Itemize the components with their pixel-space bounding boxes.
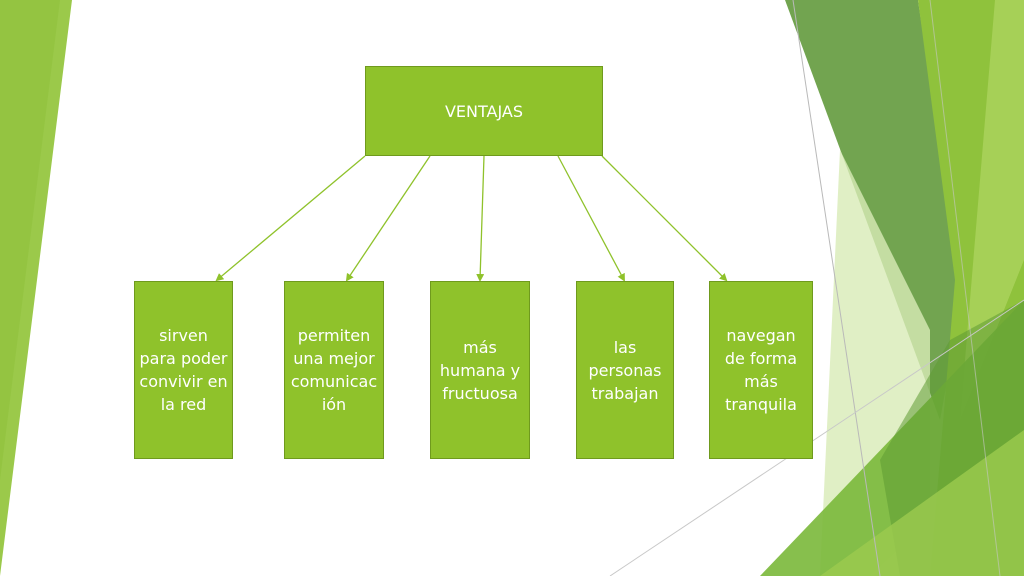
child-node-5: navegan de forma más tranquila [709, 281, 813, 459]
child-node-1-label: sirven para poder convivir en la red [139, 326, 228, 414]
child-node-5-label: navegan de forma más tranquila [724, 326, 798, 414]
child-node-4-label: las personas trabajan [588, 337, 662, 403]
child-node-2-label: permiten una mejor comunicación [290, 326, 378, 414]
child-node-4: las personas trabajan [576, 281, 674, 459]
child-node-2: permiten una mejor comunicación [284, 281, 384, 459]
right-light-band [960, 0, 1024, 420]
left-green-strip-shade [0, 0, 60, 480]
child-node-3-label: más humana y fructuosa [439, 337, 521, 403]
decor-line [792, 0, 881, 576]
child-node-3: más humana y fructuosa [430, 281, 530, 459]
root-node: VENTAJAS [365, 66, 603, 156]
child-node-1: sirven para poder convivir en la red [134, 281, 233, 459]
decor-line [929, 0, 1001, 576]
root-node-label: VENTAJAS [444, 101, 524, 121]
decor-line [609, 299, 1024, 576]
right-bottom-light [820, 430, 1024, 576]
